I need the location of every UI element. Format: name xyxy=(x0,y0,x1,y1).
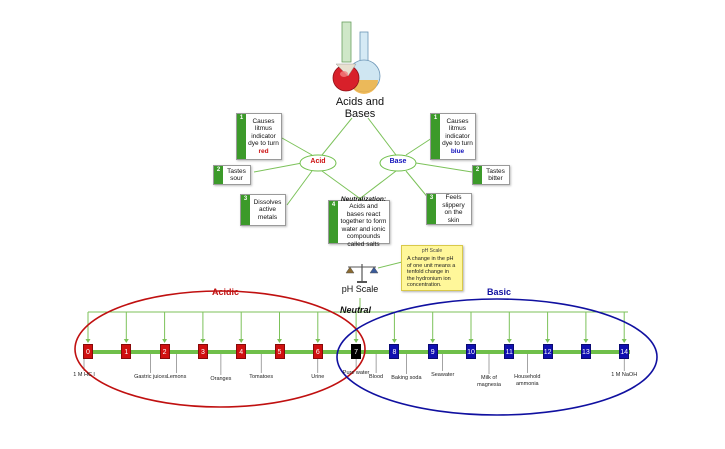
arrow-head-4 xyxy=(238,339,244,343)
example-label: Milk of magnesia xyxy=(477,375,501,388)
neutralization-card[interactable]: 4 Neutralization:Acids and bases react t… xyxy=(328,196,390,248)
acid-node[interactable]: Acid xyxy=(310,158,326,165)
example-label: 1 M NaOH xyxy=(611,372,638,378)
ph-box-6[interactable]: 6 xyxy=(312,344,323,359)
card-number: 1 xyxy=(237,114,246,159)
ph-box-7[interactable]: 7 xyxy=(351,344,362,359)
card-text: Causes litmus indicator dye to turn xyxy=(442,117,473,148)
balance-scale-icon xyxy=(345,264,379,283)
ph-scale-note[interactable]: pH Scale A change in the pH of one unit … xyxy=(401,245,463,291)
ph-box-2[interactable]: 2 xyxy=(159,344,170,359)
arrow-head-1 xyxy=(123,339,129,343)
base-property-card-2[interactable]: 2 Tastes bitter xyxy=(472,165,510,185)
ph-box-4[interactable]: 4 xyxy=(236,344,247,359)
neutral-label: Neutral xyxy=(340,305,372,315)
example-label: Household ammonia xyxy=(514,374,541,387)
map-title: Acids and Bases xyxy=(335,96,385,120)
ph-box-10[interactable]: 10 xyxy=(466,344,476,359)
arrow-head-5 xyxy=(277,339,282,343)
arrow-head-11 xyxy=(506,339,512,343)
example-label: Pure water xyxy=(342,370,370,376)
example-label: 1 M HC l xyxy=(73,372,95,378)
flasks-icon xyxy=(332,21,381,94)
acidic-label: Acidic xyxy=(212,287,240,297)
acid-property-card-3[interactable]: 3 Dissolves active metals xyxy=(240,194,286,226)
base-property-card-3[interactable]: 3 Feels slippery on the skin xyxy=(426,193,472,225)
card-number: 4 xyxy=(329,201,338,243)
neutralization-text: Acids and bases react together to form w… xyxy=(340,203,387,248)
example-label: Urine xyxy=(311,374,325,380)
ph-box-5[interactable]: 5 xyxy=(274,344,285,359)
example-label: Oranges xyxy=(210,376,232,382)
note-header: pH Scale xyxy=(421,248,443,254)
ph-box-9[interactable]: 9 xyxy=(427,344,438,359)
ph-box-0[interactable]: 0 xyxy=(83,344,93,359)
arrow-head-8 xyxy=(391,339,397,343)
card-highlight-blue: blue xyxy=(450,147,465,155)
arrow-head-7 xyxy=(353,339,359,343)
acidic-region-ellipse xyxy=(74,290,366,408)
note-text: A change in the pH of one unit means a t… xyxy=(407,256,456,288)
ph-box-14[interactable]: 14 xyxy=(619,344,630,359)
ph-box-3[interactable]: 3 xyxy=(197,344,208,359)
card-number: 2 xyxy=(214,166,223,184)
card-text: Tastes bitter xyxy=(486,167,505,183)
arrow-head-10 xyxy=(468,339,474,343)
card-text: Tastes sour xyxy=(227,167,246,183)
card-number: 1 xyxy=(431,114,440,159)
base-node[interactable]: Base xyxy=(389,158,407,165)
arrow-head-3 xyxy=(200,339,206,343)
card-text: Causes litmus indicator dye to turn xyxy=(248,117,279,148)
card-text: Feels slippery on the skin xyxy=(442,194,465,224)
ph-scale-label: pH Scale xyxy=(341,284,379,294)
example-label: Seawater xyxy=(431,372,455,378)
example-label: Blood xyxy=(369,374,384,380)
ph-box-11[interactable]: 11 xyxy=(504,344,515,359)
ph-box-12[interactable]: 12 xyxy=(542,344,553,359)
basic-label: Basic xyxy=(487,287,512,297)
arrow-head-12 xyxy=(545,339,551,343)
card-highlight-red: red xyxy=(258,147,269,155)
ph-box-1[interactable]: 1 xyxy=(121,344,132,359)
card-number: 2 xyxy=(473,166,482,184)
arrow-head-6 xyxy=(315,339,321,343)
acid-property-card-2[interactable]: 2 Tastes sour xyxy=(213,165,251,185)
example-label: Lemons xyxy=(166,374,187,380)
arrow-head-2 xyxy=(162,339,168,343)
arrow-head-0 xyxy=(85,339,91,343)
neutralization-heading: Neutralization: xyxy=(340,195,387,203)
ph-box-8[interactable]: 8 xyxy=(389,344,400,359)
card-number: 3 xyxy=(241,195,250,225)
arrow-head-14 xyxy=(621,339,627,343)
arrow-head-9 xyxy=(430,339,436,343)
example-label: Gastric juices xyxy=(134,374,168,380)
arrow-head-13 xyxy=(583,339,589,343)
card-number: 3 xyxy=(427,194,436,224)
card-text: Dissolves active metals xyxy=(253,198,282,221)
basic-region-ellipse xyxy=(336,298,658,416)
example-label: Tomatoes xyxy=(249,374,274,380)
example-label: Baking soda xyxy=(391,375,422,381)
ph-box-13[interactable]: 13 xyxy=(580,344,591,359)
